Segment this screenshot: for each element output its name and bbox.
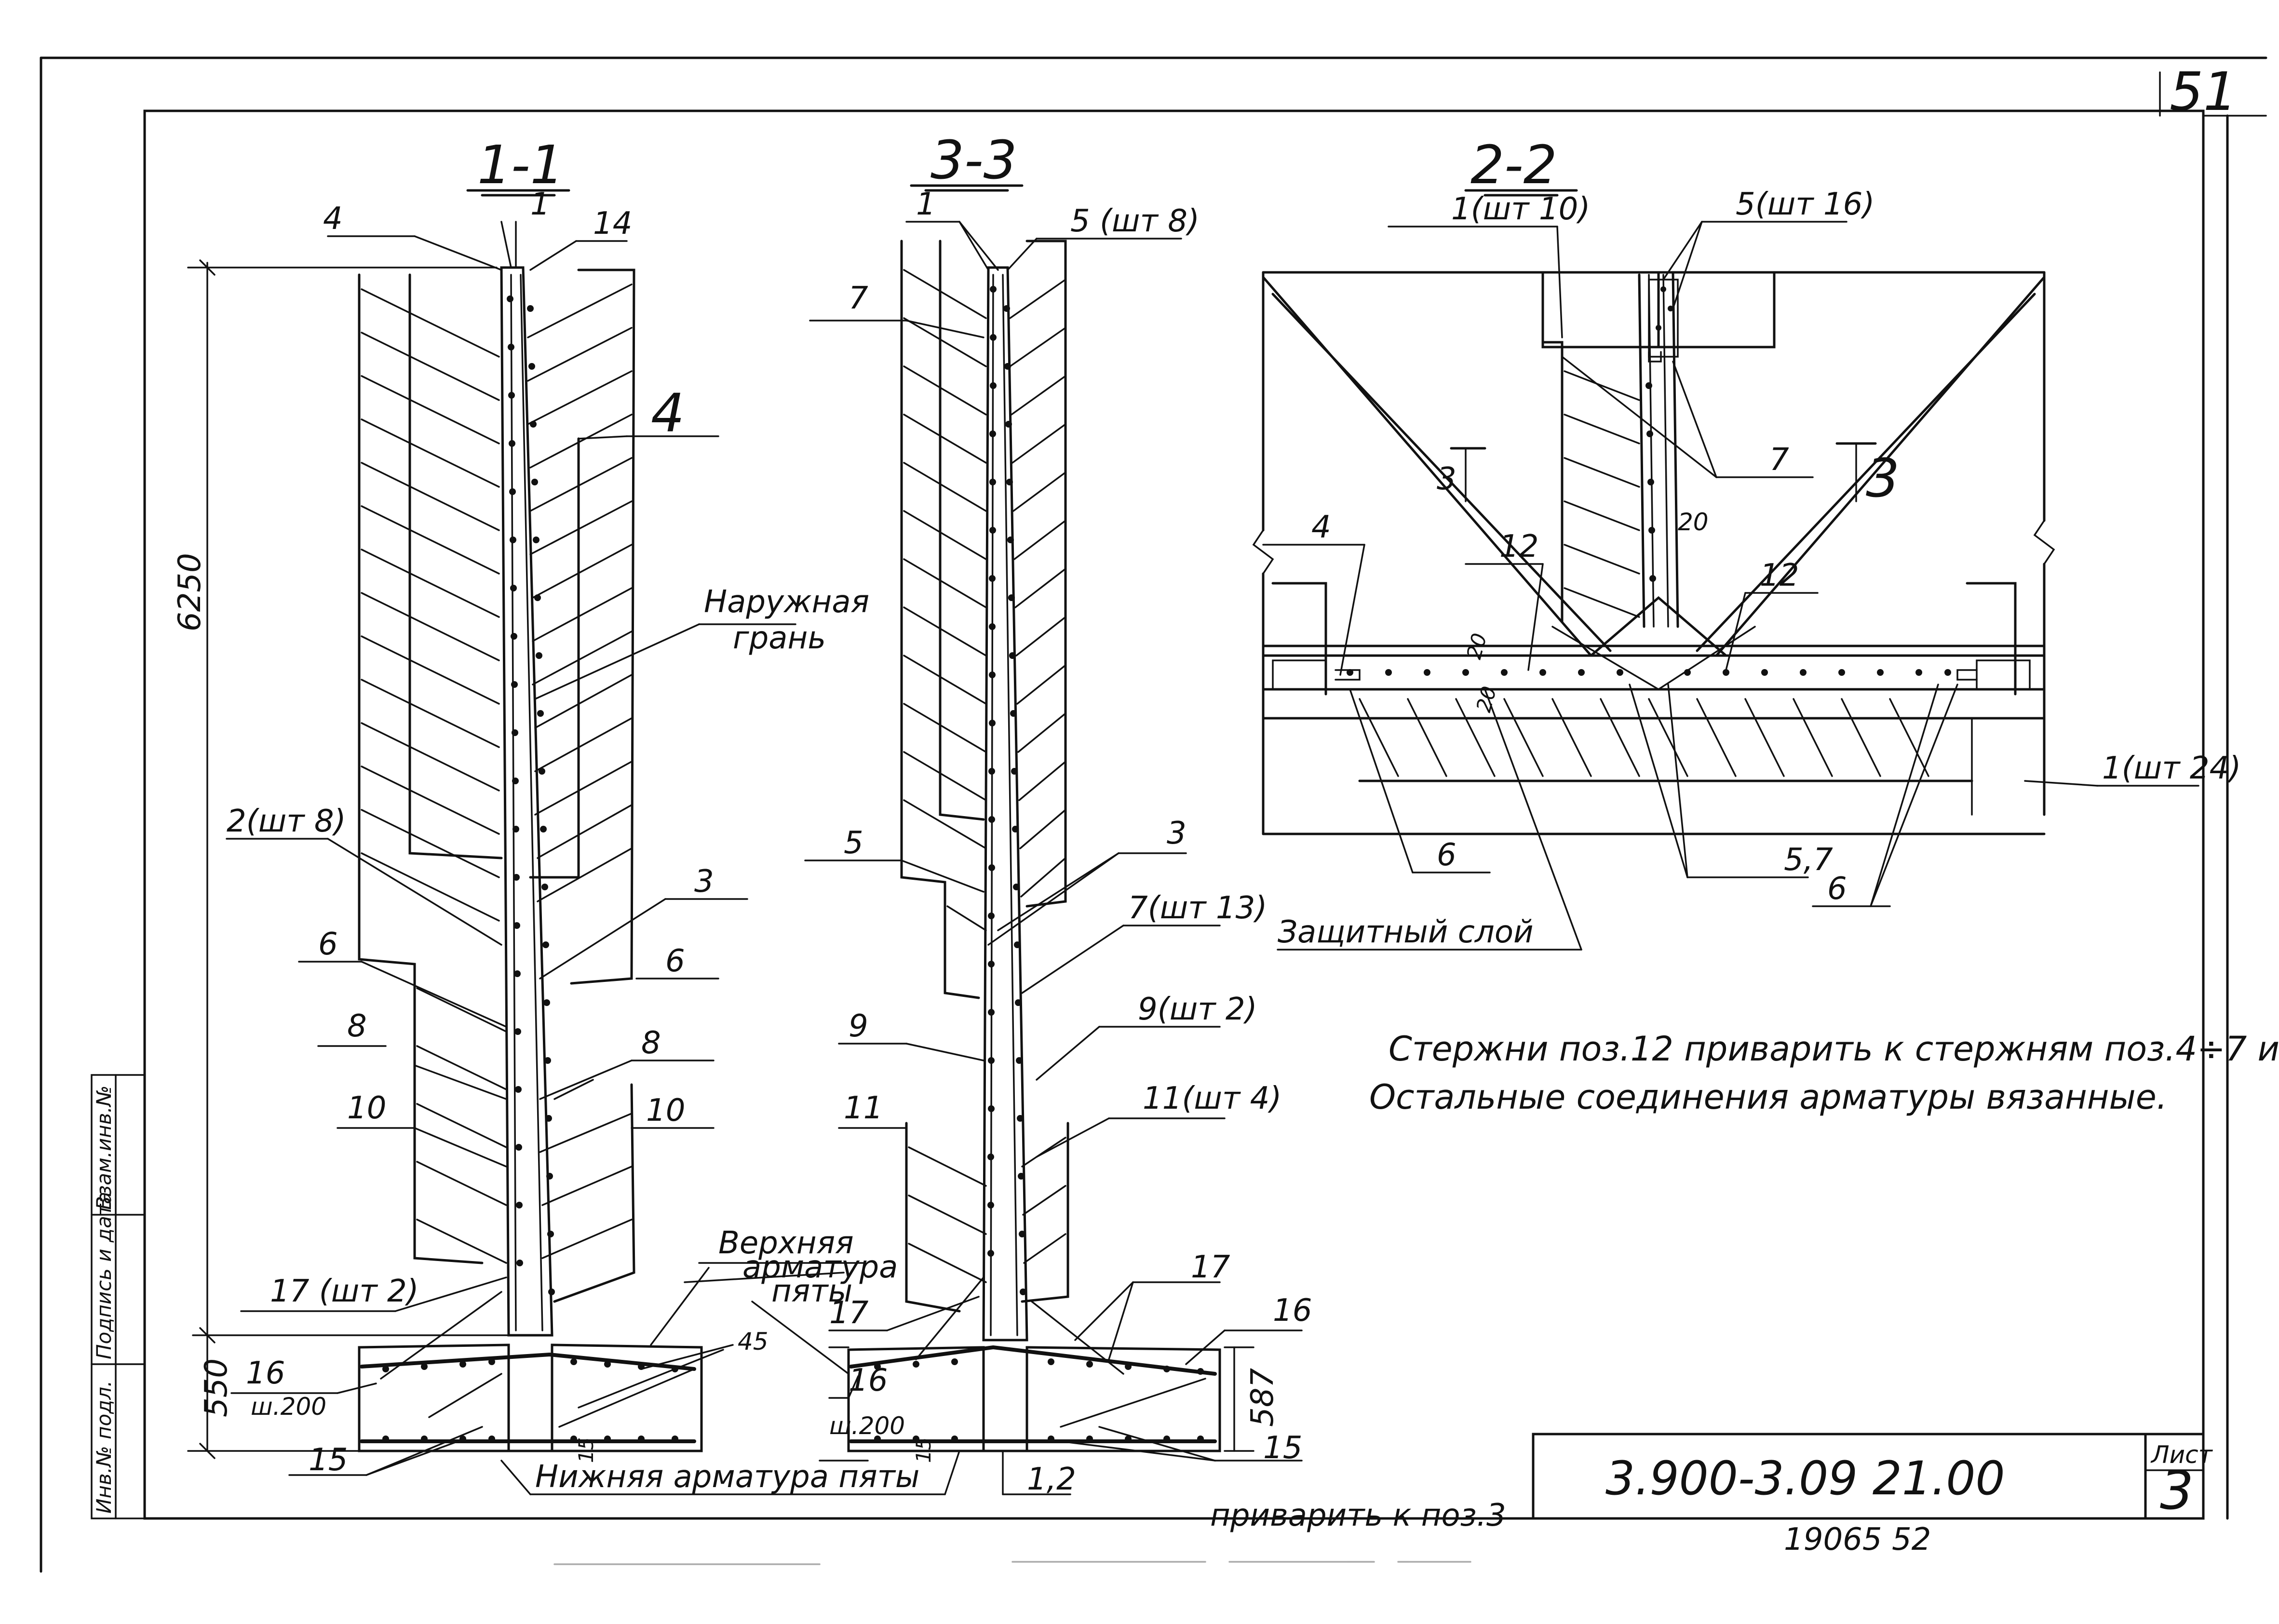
section-1-1-bars bbox=[361, 283, 695, 1428]
label-8-left: 8 bbox=[347, 1008, 367, 1044]
label-3-3-9-count: 9(шт 2) bbox=[1138, 992, 1257, 1027]
archive-number: 19065 52 bbox=[1784, 1522, 1931, 1557]
sheet-label: Лист bbox=[2150, 1441, 2213, 1469]
label-3-3-1: 1 bbox=[916, 187, 936, 222]
stamp-replace-inv: Взам.инв.№ bbox=[92, 1086, 116, 1210]
section-1-1-rebar-dots bbox=[382, 295, 678, 1442]
label-2-2-6-right: 6 bbox=[1827, 871, 1847, 907]
label-spacing: ш.200 bbox=[251, 1393, 326, 1421]
section-1-1-title: 1-1 bbox=[477, 134, 564, 196]
label-2-2-3-left: 3 bbox=[1437, 461, 1456, 497]
section-1-1-leaders bbox=[226, 221, 960, 1495]
label-2-2-6-left: 6 bbox=[1437, 837, 1456, 873]
label-6-right: 6 bbox=[665, 943, 685, 979]
label-3: 3 bbox=[694, 864, 714, 899]
label-2-2-12-right: 12 bbox=[1760, 558, 1799, 593]
label-3-3-15: 15 bbox=[1263, 1430, 1302, 1466]
label-10-left: 10 bbox=[347, 1090, 386, 1126]
drawing-code: 3.900-3.09 21.00 bbox=[1605, 1451, 2005, 1505]
label-upper-rebar-1: Верхняя bbox=[718, 1225, 854, 1261]
corner-sheet-number: 51 bbox=[2170, 61, 2237, 122]
label-10-right: 10 bbox=[646, 1093, 685, 1128]
label-2-2-7: 7 bbox=[1769, 442, 1789, 478]
label-3-3-5: 5 bbox=[844, 825, 863, 861]
cover-15-left: 15 bbox=[574, 1437, 598, 1463]
label-3-3-17-right: 17 bbox=[1191, 1249, 1230, 1285]
note-line-1: Стержни поз.12 приварить к стержням поз.… bbox=[1389, 1029, 2279, 1069]
dimension-6250: 6250 bbox=[172, 553, 208, 631]
sheet-frame bbox=[40, 56, 2267, 1573]
label-3-3-7: 7 bbox=[849, 281, 868, 316]
label-6-left: 6 bbox=[318, 926, 338, 962]
stamp-inv-number: Инв.№ подл. bbox=[92, 1381, 116, 1514]
label-3-3-5-count: 5 (шт 8) bbox=[1070, 203, 1200, 239]
label-2-2-1-count: 1(шт 10) bbox=[1451, 191, 1590, 227]
dimension-587: 587 bbox=[1245, 1368, 1281, 1427]
section-2-2-rebar-dots bbox=[1347, 286, 1951, 676]
side-stamp: Инв.№ подл. Подпись и дата Взам.инв.№ bbox=[91, 1074, 146, 1519]
label-weld-note: приварить к поз.3 bbox=[1210, 1498, 1506, 1533]
note-line-2: Остальные соединения арматуры вязанные. bbox=[1369, 1077, 2167, 1117]
section-2-2-title: 2-2 bbox=[1470, 134, 1557, 196]
label-3-3-7-count: 7(шт 13) bbox=[1128, 890, 1267, 926]
section-2-2-leaders bbox=[1262, 221, 2199, 951]
section-3-3-title: 3-3 bbox=[930, 129, 1017, 191]
label-outer-face-2: грань bbox=[733, 620, 826, 656]
section-3-3-leaders bbox=[698, 221, 1303, 1495]
sheet-number: 3 bbox=[2160, 1460, 2194, 1521]
label-3-3-11-count: 11(шт 4) bbox=[1143, 1081, 1281, 1116]
section-3-3-rebar-dots bbox=[874, 286, 1204, 1442]
label-4-top: 4 bbox=[323, 201, 343, 237]
label-2-2-5-count: 5(шт 16) bbox=[1736, 187, 1874, 222]
label-3-3-11: 11 bbox=[844, 1090, 883, 1126]
label-3-3-17-left: 17 bbox=[829, 1295, 869, 1331]
label-17-count: 17 (шт 2) bbox=[270, 1274, 419, 1309]
label-2-2-1-24: 1(шт 24) bbox=[2102, 751, 2241, 786]
label-16: 16 bbox=[246, 1356, 285, 1391]
label-3-3-9: 9 bbox=[849, 1008, 868, 1044]
label-2-2-20: 20 bbox=[1678, 508, 1709, 536]
label-outer-face-1: Наружная bbox=[704, 584, 869, 620]
label-2-count: 2(шт 8) bbox=[227, 804, 346, 839]
label-14: 14 bbox=[593, 206, 632, 242]
label-2-2-3-right: 3 bbox=[1866, 447, 1900, 509]
label-3-3-16-left: 16 bbox=[849, 1363, 888, 1398]
label-3-3-3: 3 bbox=[1167, 816, 1187, 851]
label-2-2-protective: Защитный слой bbox=[1278, 914, 1534, 950]
label-3-3-16-right: 16 bbox=[1273, 1293, 1312, 1329]
label-3-3-12: 1,2 bbox=[1027, 1462, 1076, 1497]
title-block bbox=[1532, 1433, 2205, 1520]
label-2-2-4: 4 bbox=[1311, 510, 1331, 545]
label-2-2-12-left: 12 bbox=[1499, 529, 1538, 564]
dimension-550: 550 bbox=[199, 1358, 234, 1417]
section-3-3-bars bbox=[903, 269, 1206, 1428]
label-lower-rebar: Нижняя арматура пяты bbox=[535, 1459, 919, 1495]
cover-15-right: 15 bbox=[912, 1437, 935, 1463]
bottom-scan-marks bbox=[553, 1561, 1471, 1565]
section-3-3 bbox=[828, 184, 1254, 1452]
label-4-mid: 4 bbox=[651, 382, 685, 444]
section-1-1 bbox=[187, 189, 703, 1459]
label-upper-rebar-3: пяты bbox=[771, 1274, 852, 1309]
label-upper-rebar-2: арматура bbox=[742, 1249, 898, 1285]
label-1: 1 bbox=[530, 187, 550, 222]
label-8-right: 8 bbox=[641, 1025, 661, 1061]
label-45: 45 bbox=[738, 1328, 769, 1356]
label-15: 15 bbox=[309, 1442, 348, 1478]
label-2-2-dim-1: 20 bbox=[1462, 631, 1491, 661]
label-3-3-spacing: ш.200 bbox=[829, 1412, 905, 1440]
label-2-2-57: 5,7 bbox=[1784, 842, 1833, 878]
stamp-signature-date: Подпись и дата bbox=[92, 1192, 116, 1359]
section-2-2 bbox=[1252, 189, 2055, 835]
